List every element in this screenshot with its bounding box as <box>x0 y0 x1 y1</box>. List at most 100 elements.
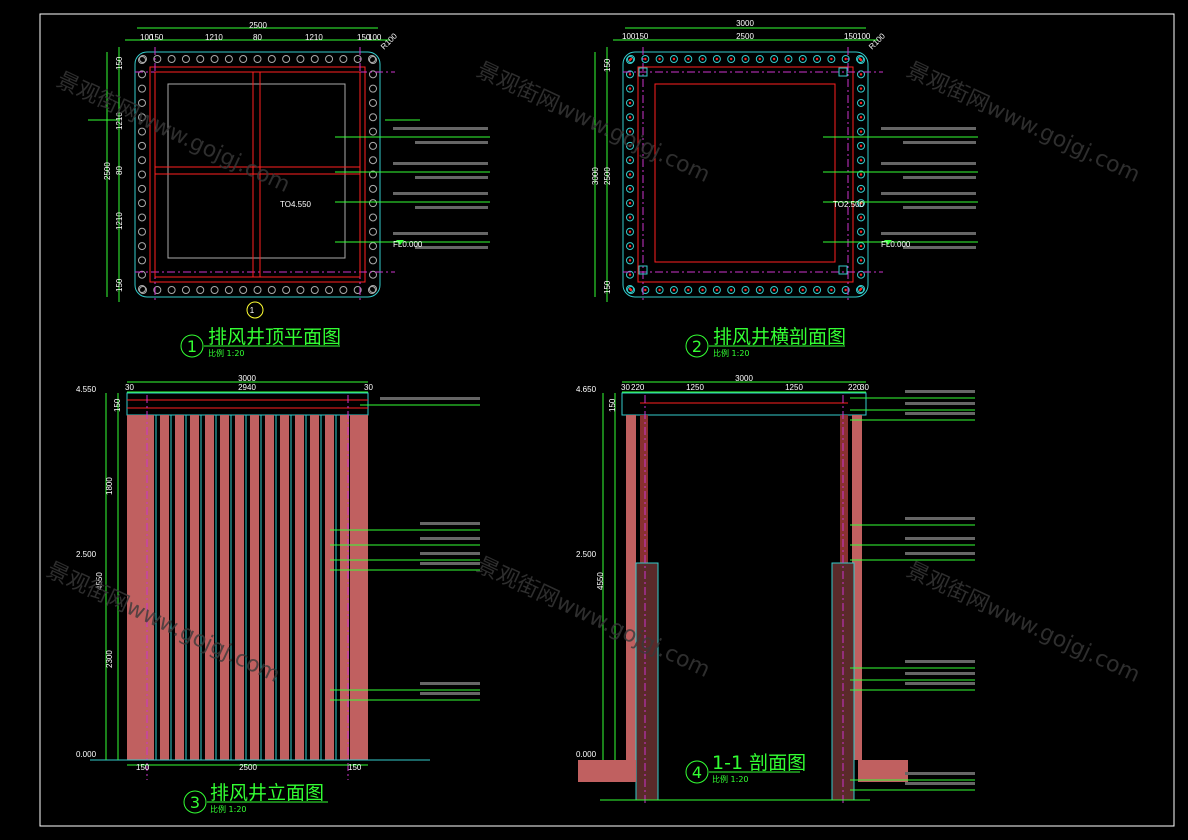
brick-circle <box>138 256 146 265</box>
watermark: 景观街网www.gojgj.com <box>52 68 293 198</box>
brick-circle <box>813 286 822 294</box>
wall-outline <box>622 51 869 298</box>
brick-dot <box>859 259 863 262</box>
brick-circle <box>369 98 377 107</box>
brick-dot <box>628 216 632 219</box>
brick-dot <box>628 58 632 62</box>
brick-dot <box>644 288 647 292</box>
dim-v4-e: 220 <box>848 383 862 392</box>
dim-v3-a: 30 <box>125 383 134 392</box>
brick-dot <box>787 57 790 61</box>
view-title-text-3: 排风井立面图 <box>210 782 324 804</box>
level-v1-floor: FL0.000 <box>393 240 423 249</box>
brick-circle <box>196 286 205 294</box>
brick-dot <box>772 288 776 292</box>
brick-circle <box>857 84 865 93</box>
level-marker <box>884 240 892 245</box>
brick-circle <box>698 55 707 63</box>
dim-v1-l5: 1210 <box>115 212 124 230</box>
brick-dot <box>859 201 863 205</box>
brick-circle <box>626 113 634 122</box>
coping <box>126 392 369 416</box>
brick-dot <box>715 288 719 292</box>
footing <box>578 760 636 782</box>
brick-slat <box>175 415 184 760</box>
annotation-text <box>905 412 975 415</box>
brick-dot <box>644 57 647 61</box>
annotation-text <box>393 232 488 235</box>
dim-v1-d: 80 <box>253 33 262 42</box>
brick-circle <box>138 98 146 107</box>
brick-slat <box>265 415 274 760</box>
brick-circle <box>224 55 233 63</box>
view-number-4: 4 <box>692 763 702 782</box>
brick-circle <box>626 156 634 165</box>
view-title-3: 3 排风井立面图 比例 1:20 <box>183 782 328 814</box>
brick-circle <box>369 285 377 293</box>
brick-circle <box>368 286 376 294</box>
brick-circle <box>626 56 634 64</box>
brick-circle <box>369 56 377 64</box>
brick-circle <box>239 55 248 63</box>
view-title-4: 4 1-1 剖面图 比例 1:20 <box>685 752 806 784</box>
column <box>638 265 648 275</box>
brick-circle <box>813 55 822 63</box>
brick-circle <box>138 141 146 150</box>
brick-dot <box>628 116 632 119</box>
brick-circle <box>369 199 377 208</box>
annotation-text <box>415 141 488 144</box>
brick-circle <box>253 55 262 63</box>
dim-v2-l5: 150 <box>603 280 612 294</box>
brick-circle <box>684 55 693 63</box>
brick-circle <box>857 227 865 236</box>
brick-circle <box>224 286 233 294</box>
brick-circle <box>138 156 146 165</box>
brick-circle <box>167 55 176 63</box>
view-number-3: 3 <box>190 793 200 812</box>
dim-v2-b: 150 <box>635 32 649 41</box>
view-number-2: 2 <box>692 337 702 356</box>
brick-dot <box>830 57 833 61</box>
brick-circle <box>669 55 678 63</box>
brick-circle <box>626 242 634 251</box>
dim-v2-l0: 3000 <box>591 167 600 185</box>
level-v4-floor: 0.000 <box>576 750 597 759</box>
brick-circle <box>339 55 348 63</box>
brick-circle <box>784 286 793 294</box>
dim-v2-total: 3000 <box>736 19 754 28</box>
brick-dot <box>628 144 632 148</box>
section-mark: 1 <box>250 306 255 315</box>
brick-dot <box>815 57 819 61</box>
brick-dot <box>859 273 863 276</box>
brick-circle <box>698 286 707 294</box>
dim-v2-l2: 150 <box>603 58 612 72</box>
brick-circle <box>856 55 864 63</box>
brick-dot <box>758 288 762 292</box>
brick-dot <box>772 57 776 61</box>
brick-dot <box>628 273 632 276</box>
annotation-text <box>415 246 488 249</box>
annotation-text <box>420 522 480 525</box>
brick-circle <box>153 55 162 63</box>
annotation-text <box>905 402 975 405</box>
brick-circle <box>353 286 362 294</box>
brick-circle <box>755 286 764 294</box>
brick-dot <box>859 244 863 248</box>
annotation-text <box>420 692 480 695</box>
brick-slat <box>205 415 214 760</box>
brick-circle <box>798 55 807 63</box>
brick-circle <box>857 184 865 193</box>
annotation-text <box>415 206 488 209</box>
brick-circle <box>641 286 650 294</box>
section-circle <box>246 301 264 319</box>
brick-dot <box>628 201 632 205</box>
brick-circle <box>138 270 146 279</box>
level-v3-mid: 2.500 <box>76 550 97 559</box>
brick-circle <box>369 70 377 79</box>
brick-dot <box>628 230 632 233</box>
brick-circle <box>239 286 248 294</box>
brick-circle <box>369 170 377 179</box>
annotation-text <box>905 537 975 540</box>
brick-dot <box>859 116 863 119</box>
view-title-2: 2 排风井横剖面图 比例 1:20 <box>685 326 846 358</box>
